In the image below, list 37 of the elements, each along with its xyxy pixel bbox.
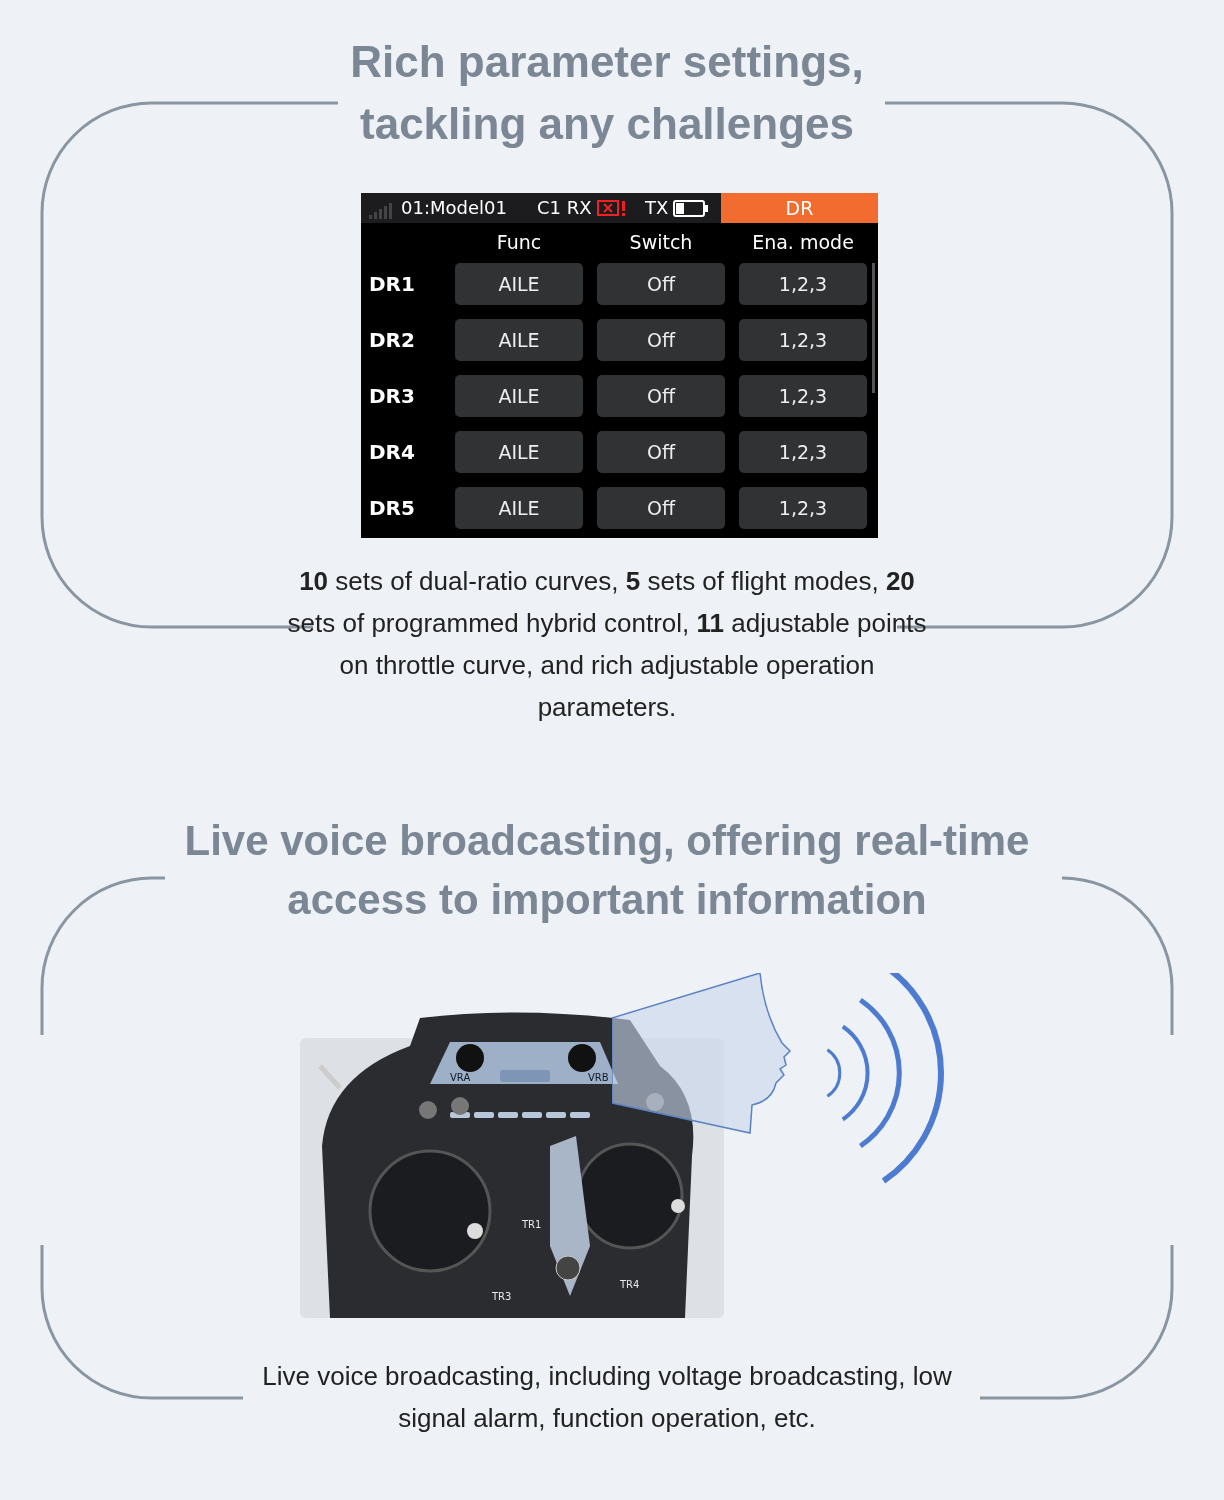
value-cell: 1,2,3 (739, 319, 867, 361)
row-label: DR1 (369, 272, 415, 296)
row-label: DR3 (369, 384, 415, 408)
value-cell: Off (597, 431, 725, 473)
value-cell: Off (597, 319, 725, 361)
value-cell: AILE (455, 431, 583, 473)
value-cell: Off (597, 487, 725, 529)
control-label: TR1 (522, 1219, 542, 1230)
value-cell: Off (597, 263, 725, 305)
value-cell: AILE (455, 375, 583, 417)
row-label: DR5 (369, 496, 415, 520)
value-cell: 1,2,3 (739, 263, 867, 305)
description-text: 10 sets of dual-ratio curves, 5 sets of flight modes, 20 sets of programmed hybrid control, 11 adjustable points on throttle curve, and rich adjustable operation parameters. (286, 565, 928, 725)
status-text: C1 RX (537, 197, 592, 218)
value-cell: 1,2,3 (739, 487, 867, 529)
description-text: Live voice broadcasting, including voltage broadcasting, low signal alarm, function operation, etc. (261, 1360, 953, 1436)
status-text: 01:Model01 (401, 197, 507, 218)
value-cell: AILE (455, 319, 583, 361)
value-cell: AILE (455, 487, 583, 529)
value-cell: AILE (455, 263, 583, 305)
control-label: TR3 (492, 1291, 512, 1302)
control-label: VRB (588, 1072, 609, 1083)
value-cell: 1,2,3 (739, 431, 867, 473)
status-text: TX (645, 197, 669, 218)
column-header: Func (495, 231, 543, 253)
control-label: TR4 (620, 1279, 640, 1290)
value-cell: Off (597, 375, 725, 417)
control-label: VRA (450, 1072, 471, 1083)
row-label: DR4 (369, 440, 415, 464)
section-heading: Rich parameter settings, tackling any challenges (349, 36, 865, 150)
column-header: Switch (628, 231, 694, 253)
value-cell: 1,2,3 (739, 375, 867, 417)
section-heading: Live voice broadcasting, offering real-time access to important information (183, 816, 1031, 925)
tab-label: DR (721, 193, 878, 223)
row-label: DR2 (369, 328, 415, 352)
column-header: Ena. mode (751, 231, 855, 253)
screen-display (361, 193, 878, 538)
